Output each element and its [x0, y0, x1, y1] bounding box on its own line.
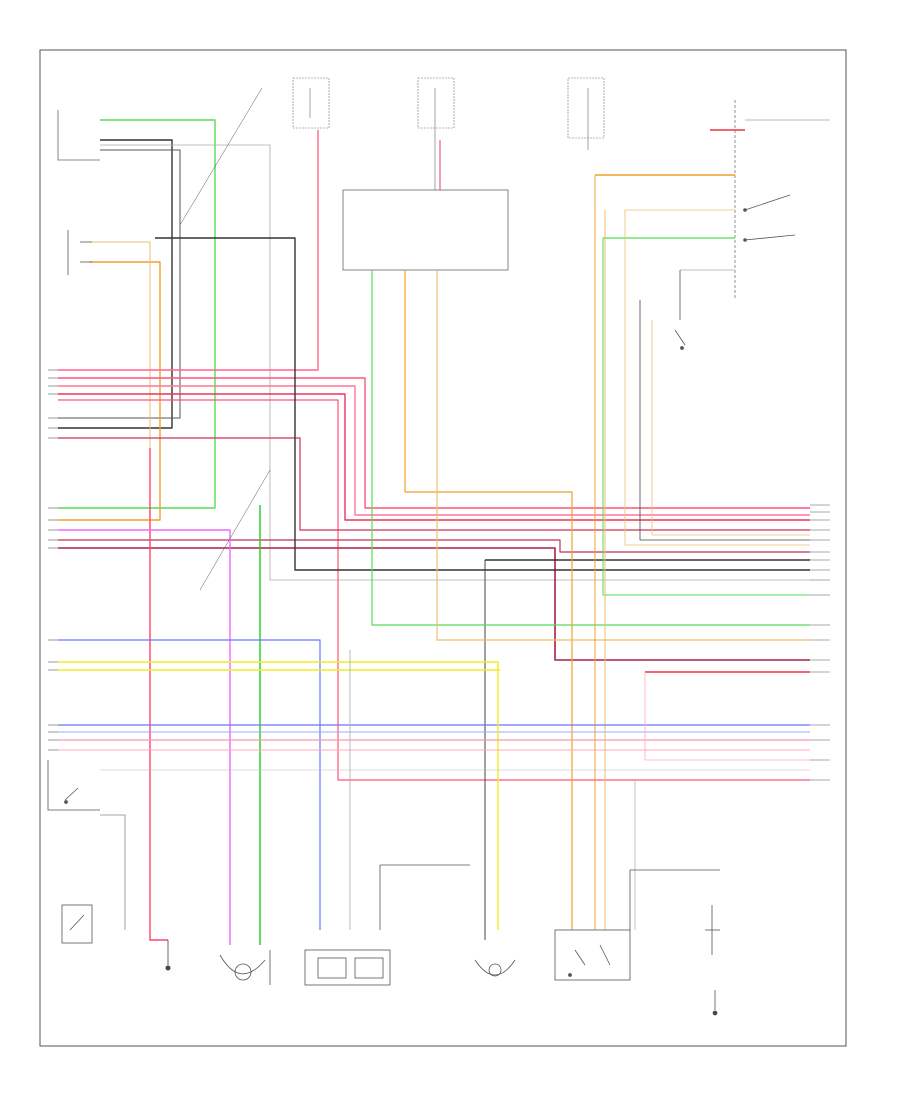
- control-module-box: [342, 189, 509, 271]
- wire-tan-5: [624, 210, 810, 546]
- component-fuel-pump-relay: [554, 929, 631, 981]
- wire-red-4: [58, 399, 810, 781]
- wire-gray-5: [100, 814, 126, 930]
- wire-black-3: [155, 237, 810, 571]
- fuse-block-center: [417, 77, 455, 140]
- fuse-block-right: [567, 77, 605, 150]
- left-connector-pins: [48, 369, 58, 751]
- wire-tan-2: [436, 270, 810, 641]
- wire-dkred-1: [58, 437, 810, 531]
- component-vehicle-speed-sensor: [61, 904, 93, 944]
- wire-orange-2: [404, 270, 573, 930]
- component-transmission-switch: [219, 950, 271, 985]
- wire-red-3: [58, 393, 810, 521]
- component-speed-sensor-2: [474, 959, 516, 977]
- component-right-switches: [743, 194, 796, 242]
- wire-green-1: [58, 119, 216, 509]
- wire-dkred-2: [58, 547, 810, 661]
- wire-red-1: [58, 377, 810, 509]
- wire-black-2: [58, 149, 181, 419]
- component-throttle-position-sensor: [304, 949, 391, 986]
- wire-tan-1: [90, 241, 151, 540]
- wire-green-5: [602, 238, 810, 596]
- component-left-sensor: [67, 230, 92, 275]
- wire-dkred-3: [58, 539, 810, 553]
- fuse-block-left: [292, 77, 330, 129]
- wire-pink-5: [644, 672, 810, 761]
- component-connector-box-2: [629, 869, 720, 930]
- wire-pink-1: [58, 130, 319, 371]
- component-connector-box: [379, 864, 470, 930]
- wire-black-1: [58, 139, 173, 429]
- wire-green-2: [371, 270, 810, 626]
- component-brake-switch: [47, 760, 100, 811]
- wire-gray-1: [100, 144, 810, 581]
- wire-violet-1: [58, 529, 231, 945]
- wire-blue-1: [58, 639, 321, 930]
- wires: [58, 87, 810, 945]
- wire-black-6: [639, 300, 810, 541]
- component-fuel-pump: [705, 905, 720, 1016]
- diagram-frame: [39, 49, 847, 1047]
- component-fuel-pump-connector: [674, 270, 686, 350]
- component-ground-1: [165, 940, 171, 971]
- wire-tan-6: [651, 320, 810, 536]
- right-connector-pins: [810, 504, 830, 781]
- wire-red-2: [58, 385, 810, 516]
- wire-red-5: [149, 448, 168, 941]
- wire-yellow-1: [58, 661, 499, 930]
- wire-orange-1: [58, 261, 161, 521]
